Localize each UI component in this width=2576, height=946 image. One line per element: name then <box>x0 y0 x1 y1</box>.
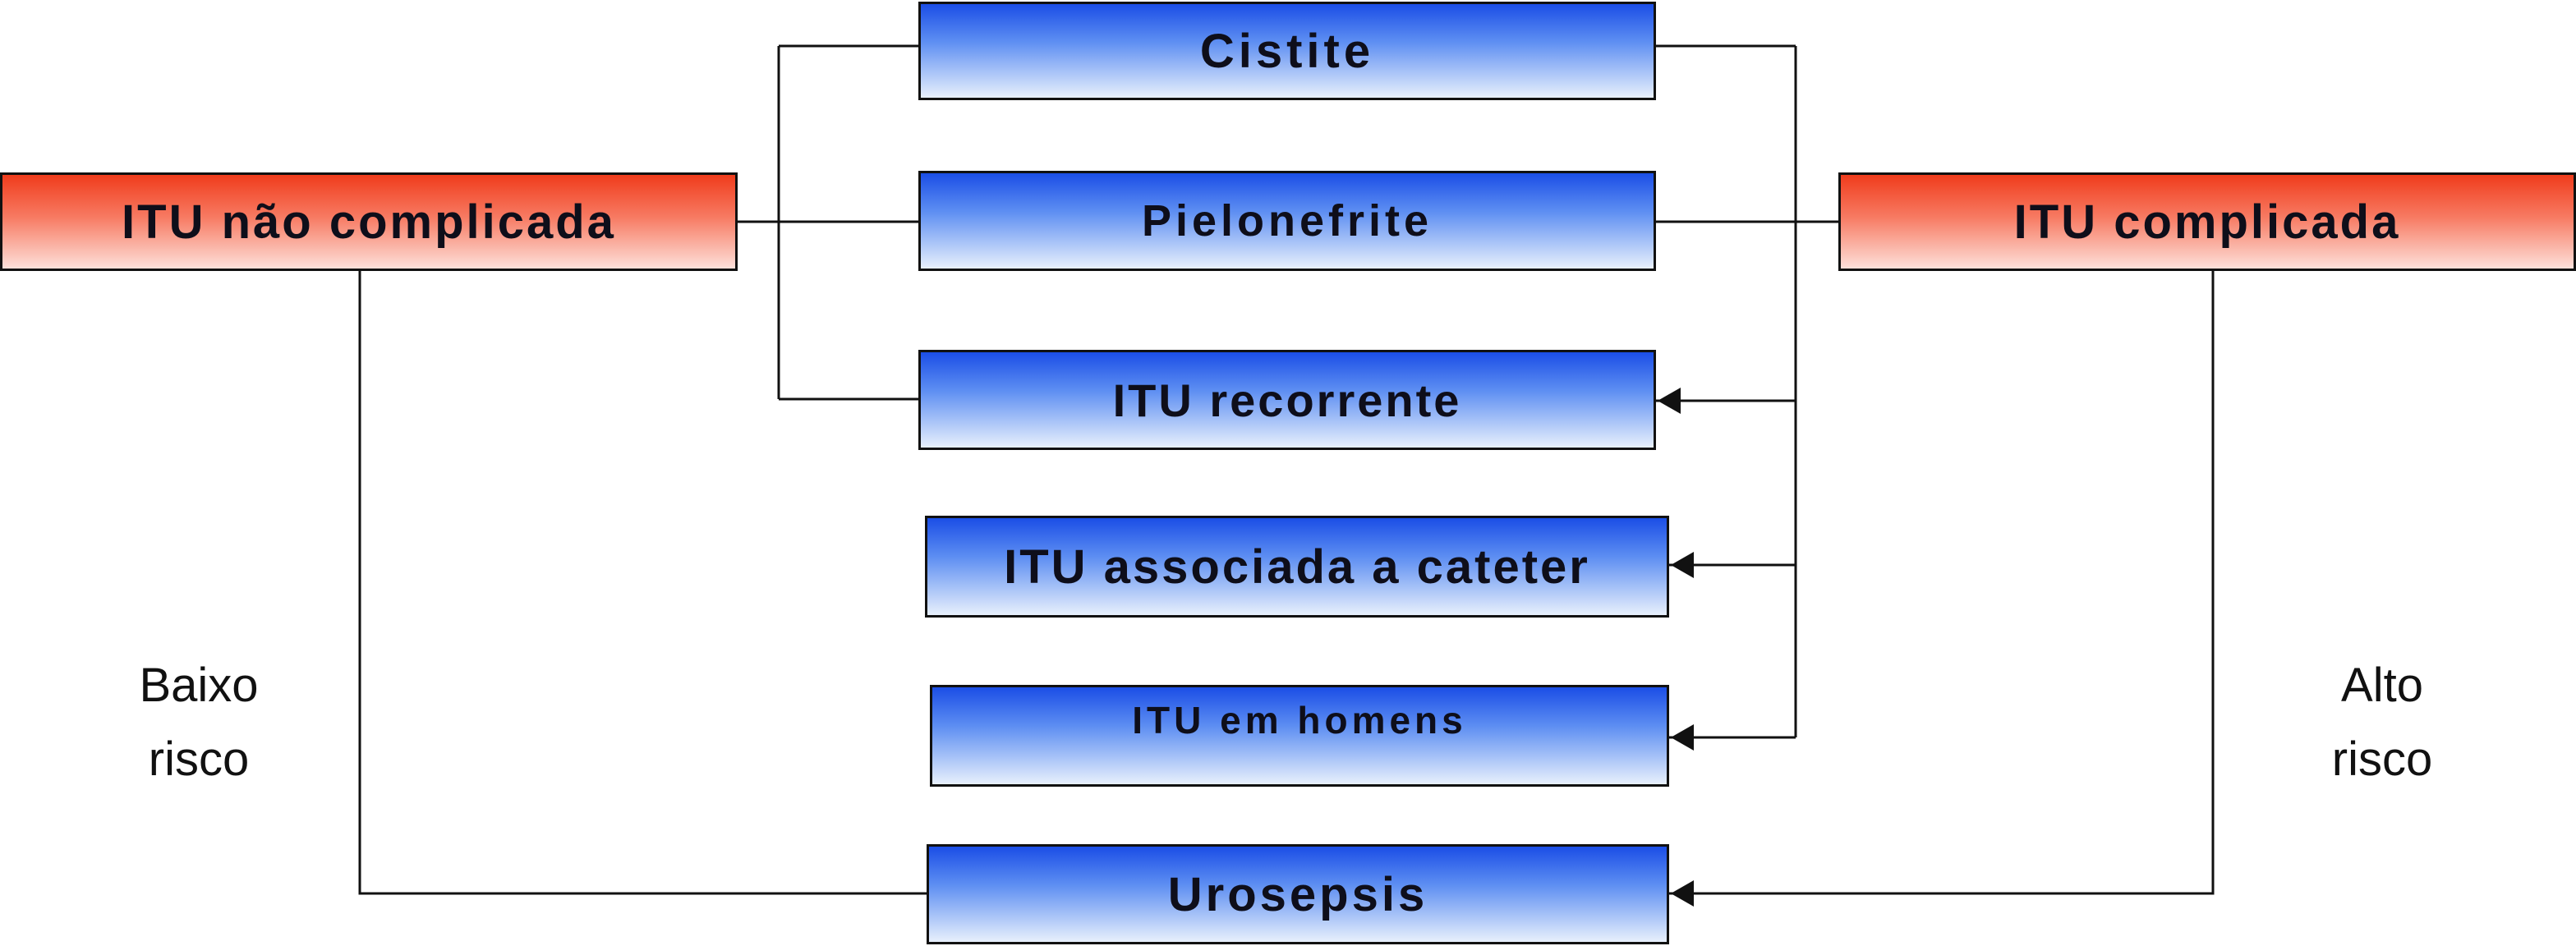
arrowhead-right-urosepsis <box>1671 880 1694 907</box>
alto-risco-line1: Alto <box>2341 659 2423 712</box>
cistite-box: Cistite <box>918 2 1656 100</box>
baixo-risco-line2: risco <box>148 732 250 786</box>
itu-complicada-box: ITU complicada <box>1838 172 2576 271</box>
itu-associada-cateter-label: ITU associada a cateter <box>1004 540 1590 594</box>
arrowhead-right-itu-homens <box>1671 724 1694 751</box>
baixo-risco-label: Baixo risco <box>108 649 289 797</box>
itu-associada-cateter-box: ITU associada a cateter <box>925 516 1669 618</box>
itu-em-homens-box: ITU em homens <box>930 685 1669 787</box>
itu-nao-complicada-box: ITU não complicada <box>0 172 738 271</box>
urosepsis-label: Urosepsis <box>1167 867 1428 921</box>
itu-complicada-label: ITU complicada <box>2013 195 2401 249</box>
pielonefrite-box: Pielonefrite <box>918 171 1656 271</box>
baixo-risco-line1: Baixo <box>139 659 259 712</box>
itu-nao-complicada-label: ITU não complicada <box>122 195 616 249</box>
itu-recorrente-label: ITU recorrente <box>1112 374 1462 426</box>
alto-risco-label: Alto risco <box>2292 649 2472 797</box>
cistite-label: Cistite <box>1199 24 1375 78</box>
arrowhead-right-itu-cateter <box>1671 552 1694 578</box>
urosepsis-box: Urosepsis <box>927 844 1669 944</box>
itu-recorrente-box: ITU recorrente <box>918 350 1656 450</box>
arrow-right-to-urosepsis <box>1669 271 2215 895</box>
pielonefrite-label: Pielonefrite <box>1141 196 1433 246</box>
arrow-left-to-urosepsis <box>358 271 928 895</box>
itu-em-homens-label: ITU em homens <box>1132 699 1467 742</box>
alto-risco-line2: risco <box>2331 732 2433 786</box>
arrowhead-right-itu-recorrente <box>1658 388 1681 414</box>
